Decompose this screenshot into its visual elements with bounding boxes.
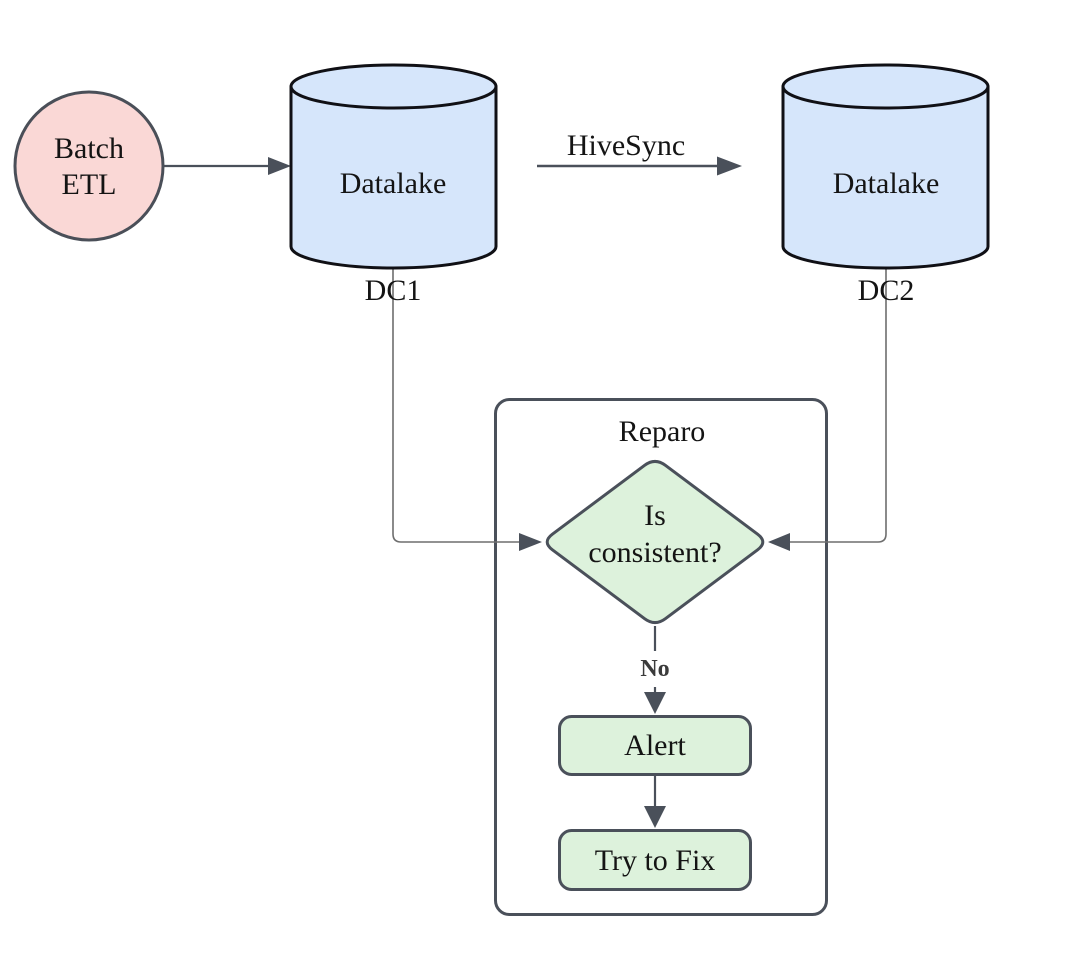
try-to-fix-box [558, 829, 752, 891]
batch-etl-circle [13, 90, 165, 242]
arrowhead-decision-to-alert [644, 692, 666, 714]
dc1-caption: DC1 [364, 274, 422, 307]
datalake-dc2-cylinder [781, 63, 990, 270]
arrowhead-hivesync [717, 156, 742, 176]
datalake-dc2-cylinder-lid [781, 86, 990, 110]
arrowhead-batch-to-dc1 [268, 157, 291, 175]
decision-label-line1: Is [644, 499, 666, 532]
datalake-dc1-cylinder-body [289, 63, 498, 270]
alert-box [558, 715, 752, 776]
dc2-caption: DC2 [857, 274, 915, 307]
edge-dc1-to-decision [392, 268, 523, 543]
decision-diamond [545, 459, 765, 625]
no-edge-label: No [635, 651, 675, 687]
arrowhead-dc2-to-decision [768, 533, 790, 551]
datalake-dc1-label: Datalake [339, 167, 447, 200]
datalake-dc2-cylinder-body [781, 63, 990, 270]
arrowhead-dc1-to-decision [519, 533, 542, 551]
datalake-dc1-cylinder [289, 63, 498, 270]
batch-etl-label-line2: ETL [61, 168, 117, 201]
arrowhead-alert-to-fix [644, 806, 666, 828]
batch-etl-label: Batch ETL [54, 131, 124, 203]
try-to-fix-label: Try to Fix [594, 844, 716, 877]
decision-label-line2: consistent? [588, 536, 722, 569]
hivesync-edge-label: HiveSync [566, 129, 686, 162]
edge-dc2-to-decision [786, 268, 887, 543]
alert-label: Alert [624, 729, 686, 762]
batch-etl-label-line1: Batch [54, 132, 124, 165]
datalake-dc2-label: Datalake [832, 167, 940, 200]
decision-label: Is consistent? [588, 497, 721, 571]
reparo-container-title: Reparo [618, 415, 706, 448]
datalake-dc1-cylinder-lid [289, 86, 498, 110]
